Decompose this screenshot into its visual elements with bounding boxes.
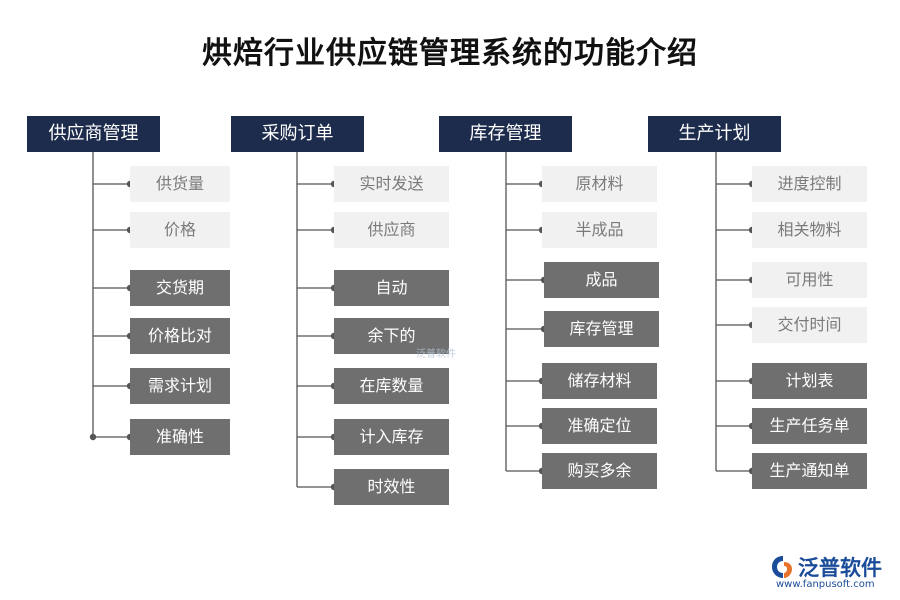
leaf-related-material: 相关物料: [752, 212, 867, 248]
leaf-availability: 可用性: [752, 262, 867, 298]
leaf-real-time-send: 实时发送: [334, 166, 449, 202]
leaf-production-notice: 生产通知单: [752, 453, 867, 489]
leaf-timeliness: 时效性: [334, 469, 449, 505]
page-title: 烘焙行业供应链管理系统的功能介绍: [202, 36, 698, 71]
brand-name: 泛普软件: [798, 556, 882, 580]
leaf-progress-control: 进度控制: [752, 166, 867, 202]
brand-logo: 泛普软件 www.fanpusoft.com: [770, 552, 890, 592]
watermark-text: 泛普软件: [416, 349, 456, 360]
leaf-buy-excess: 购买多余: [542, 453, 657, 489]
leaf-delivery-time: 交付时间: [752, 307, 867, 343]
leaf-production-task-order: 生产任务单: [752, 408, 867, 444]
leaf-accurate-positioning: 准确定位: [542, 408, 657, 444]
column-header-purchase-order: 采购订单: [231, 116, 364, 152]
leaf-delivery-period: 交货期: [130, 270, 230, 306]
leaf-raw-material: 原材料: [542, 166, 657, 202]
leaf-supplier: 供应商: [334, 212, 449, 248]
leaf-accuracy: 准确性: [130, 419, 230, 455]
leaf-supply-volume: 供货量: [130, 166, 230, 202]
leaf-count-into-stock: 计入库存: [334, 419, 449, 455]
leaf-semi-finished: 半成品: [542, 212, 657, 248]
leaf-demand-plan: 需求计划: [130, 368, 230, 404]
brand-url: www.fanpusoft.com: [776, 579, 875, 590]
leaf-finished-product: 成品: [544, 262, 659, 298]
column-header-production-plan: 生产计划: [648, 116, 781, 152]
leaf-remaining: 余下的: [334, 318, 449, 354]
leaf-store-material: 储存材料: [542, 363, 657, 399]
leaf-stock-quantity: 在库数量: [334, 368, 449, 404]
column-header-supplier: 供应商管理: [27, 116, 160, 152]
leaf-price-comparison: 价格比对: [130, 318, 230, 354]
fanpu-logo-icon: [772, 556, 792, 578]
leaf-inventory-management: 库存管理: [544, 311, 659, 347]
leaf-schedule: 计划表: [752, 363, 867, 399]
column-header-inventory: 库存管理: [439, 116, 572, 152]
leaf-automatic: 自动: [334, 270, 449, 306]
leaf-price: 价格: [130, 212, 230, 248]
